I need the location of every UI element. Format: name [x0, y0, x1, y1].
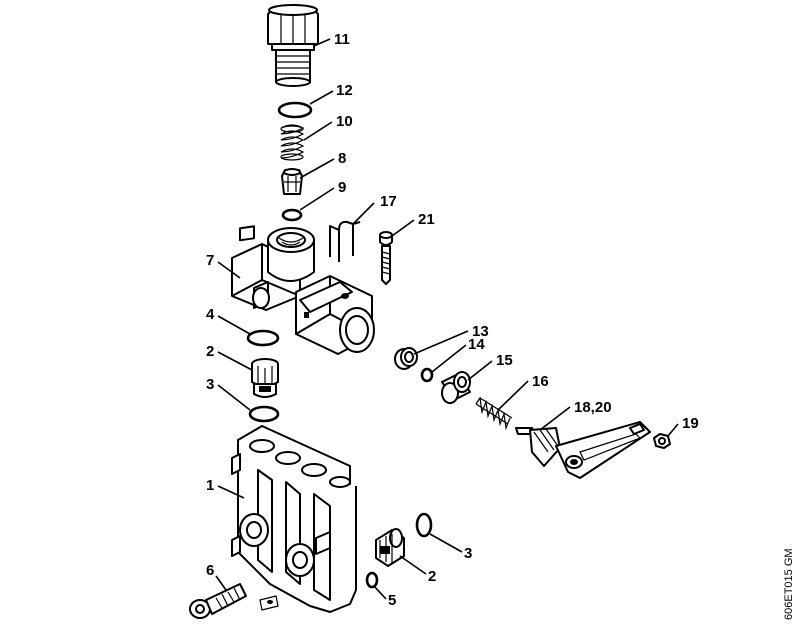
part-5-o-ring	[365, 571, 379, 589]
part-2-check-valve-lower	[375, 528, 405, 567]
label-11: 11	[334, 31, 350, 48]
label-3-lower: 3	[464, 545, 472, 562]
part-6-bolt	[189, 583, 247, 619]
drawing-code: 606ET015 GM	[783, 548, 795, 620]
leader-lines	[215, 38, 679, 600]
label-2-lower: 2	[428, 568, 436, 585]
label-13: 13	[472, 323, 489, 340]
part-11-union-fitting	[267, 4, 319, 87]
label-16: 16	[532, 373, 549, 390]
part-13-bushing	[394, 347, 418, 370]
label-17: 17	[380, 193, 397, 210]
label-19: 19	[682, 415, 699, 432]
part-7-valve-housing	[231, 225, 375, 355]
part-2-check-valve-upper	[251, 358, 279, 398]
part-3-o-ring-lower	[415, 512, 433, 538]
part-labels: 11 12 10 8 9 17 21 7 4 2 3 13 14 15 16 1…	[206, 31, 699, 609]
part-14-ring	[420, 367, 434, 383]
label-18-20: 18,20	[574, 399, 612, 416]
part-16-spring	[475, 396, 513, 431]
label-14: 14	[468, 336, 485, 353]
part-17-u-clip	[329, 220, 361, 262]
part-18-20-lever-assembly	[515, 421, 651, 479]
label-5: 5	[388, 592, 396, 609]
label-1: 1	[206, 477, 214, 494]
label-7: 7	[206, 252, 214, 269]
label-4: 4	[206, 306, 215, 323]
label-10: 10	[336, 113, 353, 130]
label-2-upper: 2	[206, 343, 214, 360]
part-3-o-ring-upper	[248, 405, 280, 423]
part-19-nut	[653, 433, 671, 449]
label-9: 9	[338, 179, 346, 196]
part-8-valve-cage	[281, 168, 303, 195]
label-21: 21	[418, 211, 435, 228]
part-4-o-ring	[246, 329, 280, 347]
label-12: 12	[336, 82, 353, 99]
part-10-spring	[280, 124, 305, 161]
part-21-screw	[379, 231, 393, 285]
label-8: 8	[338, 150, 346, 167]
part-9-o-ring	[281, 208, 303, 222]
label-3-upper: 3	[206, 376, 214, 393]
part-1-pump-head	[231, 425, 357, 613]
label-6: 6	[206, 562, 214, 579]
part-15-sleeve	[441, 371, 471, 404]
label-15: 15	[496, 352, 513, 369]
part-12-o-ring	[277, 101, 313, 119]
